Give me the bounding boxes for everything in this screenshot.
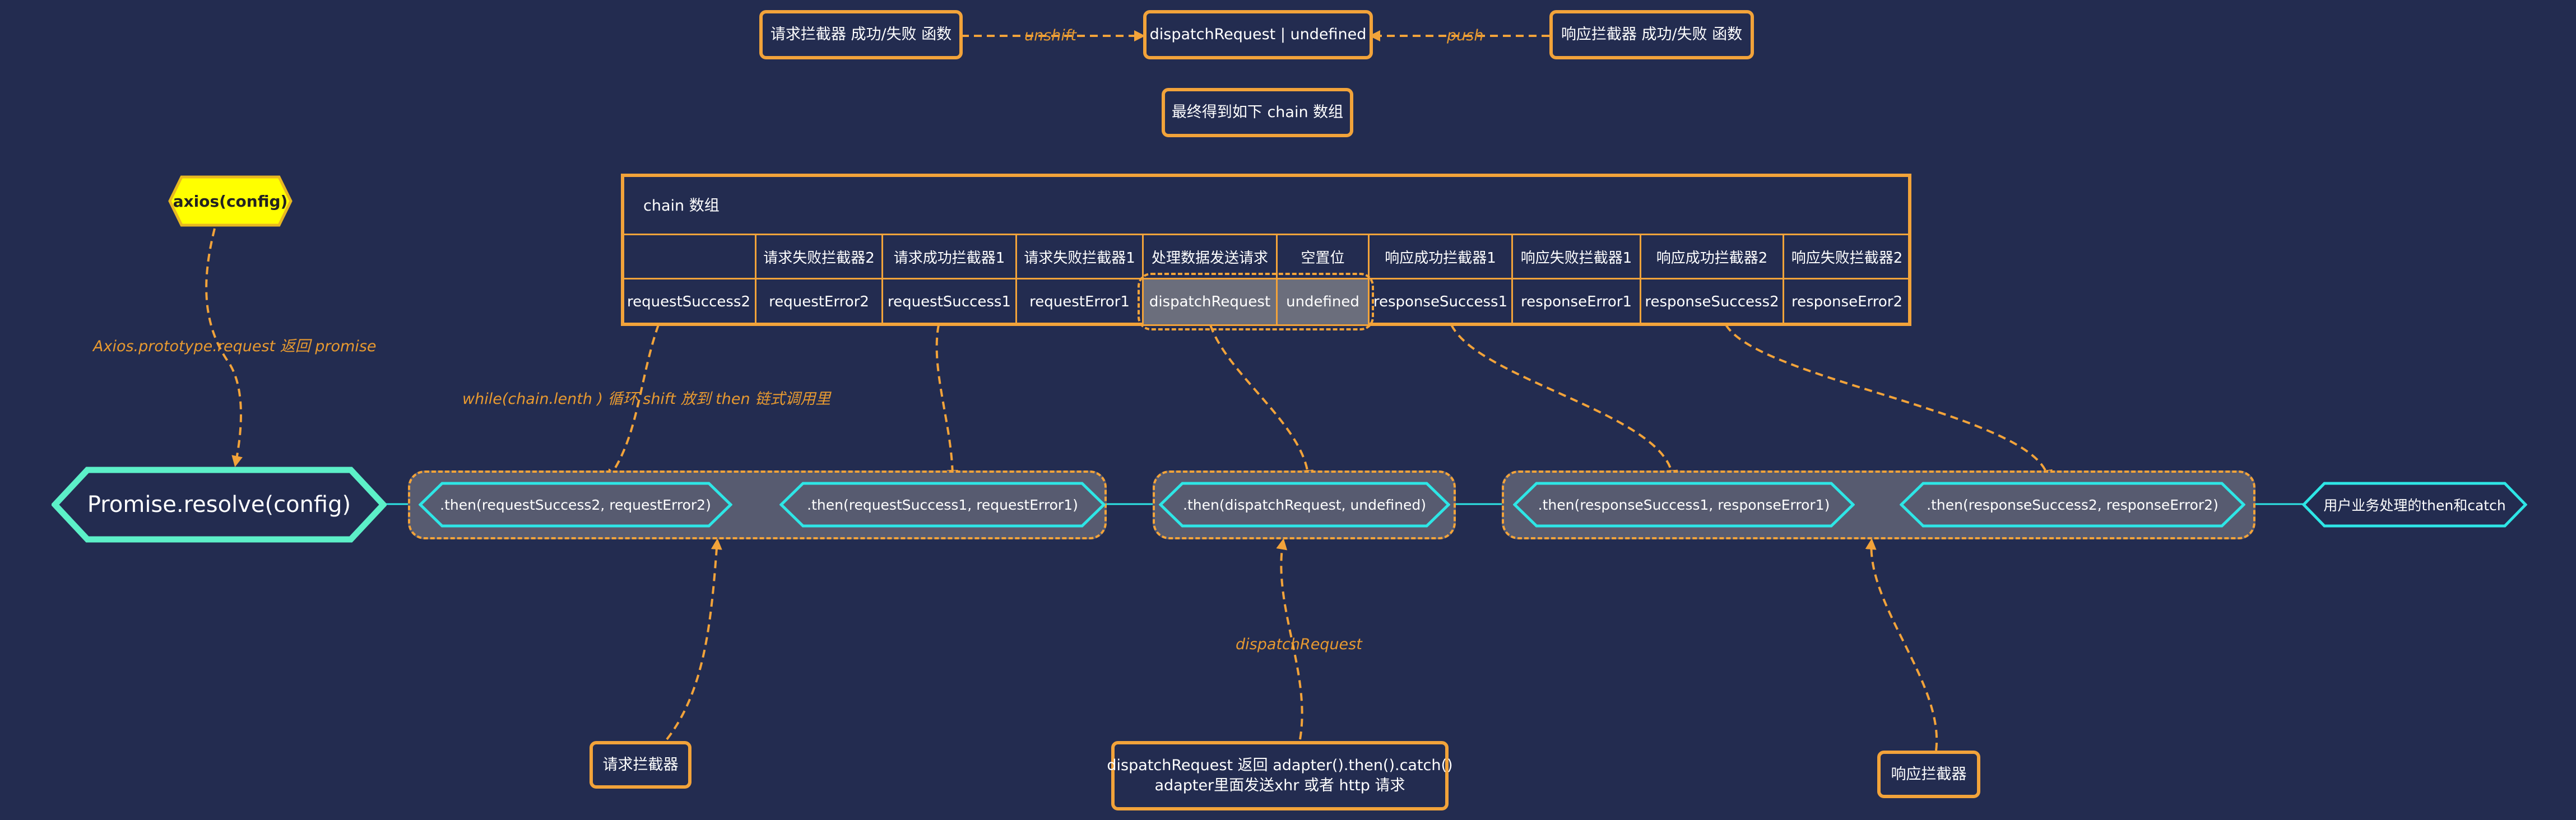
dispatch-highlight-outline (1138, 273, 1374, 330)
axios-call-node: axios(config) (168, 175, 293, 227)
promise-hexagon-shape (52, 467, 387, 543)
user-handler-label: 用户业务处理的then和catch (2323, 497, 2506, 514)
then-label: .then(responseSuccess2, responseError2) (1927, 496, 2218, 513)
chain-header-cell: 处理数据发送请求 (1142, 234, 1278, 279)
chain-header-cell: 请求失败拦截器2 (755, 234, 883, 279)
chain-header-cell: 响应成功拦截器2 (1640, 234, 1784, 279)
response-success2-arrow (1725, 324, 2053, 481)
then-label: .then(responseSuccess1, responseError1) (1538, 496, 1830, 513)
result-box: 最终得到如下 chain 数组 (1162, 88, 1353, 137)
request-success1-arrow (935, 324, 958, 481)
axios-to-promise-arrow (205, 228, 243, 467)
response-interceptor-arrow (1865, 538, 1938, 751)
dispatch-label: dispatchRequest | undefined (1149, 26, 1367, 43)
chain-header-cell: 响应失败拦截器1 (1511, 234, 1641, 279)
response-interceptors-label: 响应拦截器 成功/失败 函数 (1561, 26, 1743, 43)
response-interceptor-label: 响应拦截器 (1891, 765, 1967, 783)
chain-value-cell: requestSuccess1 (881, 278, 1017, 326)
chain-header-cell: 响应失败拦截器2 (1783, 234, 1911, 279)
then-node: .then(requestSuccess2, requestError2) (419, 482, 732, 528)
unshift-label: unshift (1024, 27, 1076, 44)
then-label: .then(dispatchRequest, undefined) (1183, 496, 1426, 513)
chain-title: chain 数组 (643, 197, 720, 215)
result-label: 最终得到如下 chain 数组 (1171, 104, 1344, 121)
dispatch-box: dispatchRequest | undefined (1143, 10, 1373, 59)
then-node: .then(dispatchRequest, undefined) (1159, 482, 1450, 528)
chain-value-cell: responseSuccess2 (1640, 278, 1784, 326)
chain-value-cell: responseError2 (1783, 278, 1911, 326)
chain-value-cell: requestSuccess2 (621, 278, 756, 326)
chain-value-cell-dispatch: dispatchRequest (1142, 278, 1278, 326)
chain-value-cell: requestError2 (755, 278, 883, 326)
request-success2-arrow (606, 324, 660, 481)
promise-resolve-node: Promise.resolve(config) (52, 467, 387, 543)
push-label: push (1447, 27, 1484, 44)
chain-value-cell: requestError1 (1015, 278, 1144, 326)
request-interceptors-label: 请求拦截器 成功/失败 函数 (770, 26, 952, 43)
then-node: .then(responseSuccess1, responseError1) (1513, 482, 1855, 528)
dispatch-request-label: dispatchRequest (1236, 636, 1362, 653)
dispatch-return-line1: dispatchRequest 返回 adapter().then().catc… (1107, 757, 1453, 774)
request-interceptor-box: 请求拦截器 (590, 741, 691, 789)
chain-value-cell-undefined: undefined (1276, 278, 1370, 326)
promise-resolve-label: Promise.resolve(config) (87, 492, 351, 518)
request-interceptors-box: 请求拦截器 成功/失败 函数 (759, 10, 963, 59)
request-interceptor-arrow (666, 538, 722, 740)
chain-header-cell: 请求失败拦截器1 (1015, 234, 1144, 279)
dispatch-arrow (1209, 324, 1314, 481)
user-handler-node: 用户业务处理的then和catch (2302, 482, 2527, 528)
dispatch-return-line2: adapter里面发送xhr 或者 http 请求 (1154, 777, 1405, 794)
while-label: while(chain.lenth ) 循环 shift 放到 then 链式调… (462, 390, 831, 408)
response-interceptors-box: 响应拦截器 成功/失败 函数 (1549, 10, 1754, 59)
response-interceptor-box: 响应拦截器 (1877, 751, 1980, 798)
chain-value-cell: responseError1 (1511, 278, 1641, 326)
chain-header-cell: 响应成功拦截器1 (1368, 234, 1513, 279)
then-node: .then(responseSuccess2, responseError2) (1900, 482, 2245, 528)
chain-value-cell: responseSuccess1 (1368, 278, 1513, 326)
request-return-label: Axios.prototype.request 返回 promise (93, 338, 377, 355)
chain-header-cell: 请求成功拦截器1 (881, 234, 1017, 279)
axios-call-label: axios(config) (173, 192, 288, 211)
then-label: .then(requestSuccess1, requestError1) (807, 496, 1078, 513)
then-label: .then(requestSuccess2, requestError2) (440, 496, 711, 513)
chain-header-cell (621, 234, 756, 279)
dispatch-return-arrow (1276, 538, 1303, 740)
then-node: .then(requestSuccess1, requestError1) (779, 482, 1106, 528)
request-interceptor-label: 请求拦截器 (602, 756, 679, 774)
response-success1-arrow (1450, 324, 1678, 481)
axios-hexagon-shape (168, 175, 293, 227)
dispatch-return-box: dispatchRequest 返回 adapter().then().catc… (1107, 741, 1453, 810)
